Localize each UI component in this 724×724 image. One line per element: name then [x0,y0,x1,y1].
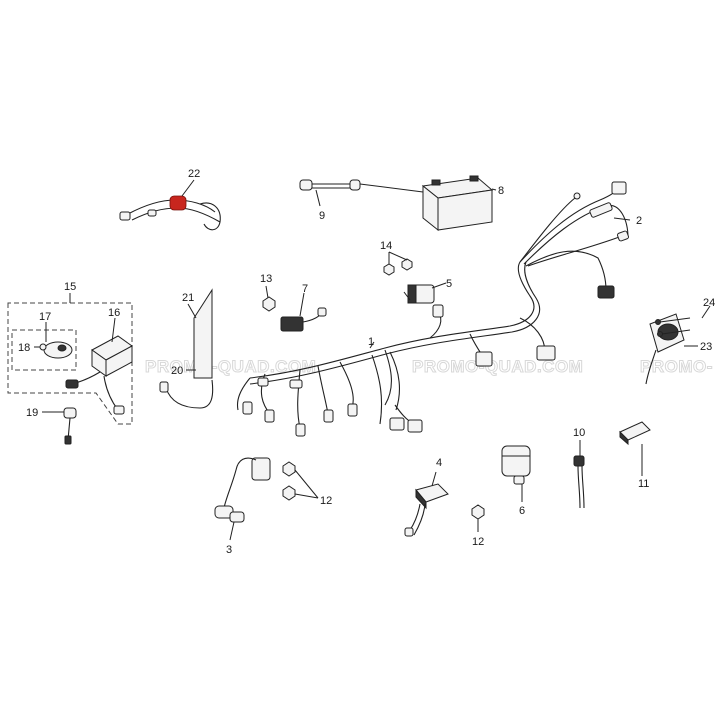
leader-lines [34,179,711,541]
callout-9: 9 [319,210,325,222]
callout-4: 4 [436,457,442,469]
callout-labels: 1 2 3 4 5 6 7 8 9 10 11 12 12 13 14 15 1… [18,168,715,556]
tail-light-screws[interactable] [655,317,691,337]
callout-13: 13 [260,273,272,285]
ignition-kit-group [7,302,133,425]
callout-16: 16 [108,307,120,319]
watermark-left: PROMO-QUAD.COM [145,357,316,376]
watermark-center: PROMO-QUAD.COM [412,357,583,376]
watermark-right: PROMO- [640,357,713,376]
main-wiring-harness[interactable] [236,261,556,437]
key-connector[interactable] [63,407,77,445]
callout-6: 6 [519,505,525,517]
fuse-holder[interactable] [280,307,327,332]
coil-bolts[interactable] [282,461,296,501]
voltage-regulator[interactable] [404,483,449,537]
callout-3: 3 [226,544,232,556]
shield-plate[interactable] [193,288,213,379]
callout-1: 1 [368,336,374,348]
callout-18: 18 [18,342,30,354]
callout-14: 14 [380,240,392,252]
callout-23: 23 [700,341,712,353]
battery[interactable] [421,175,494,232]
sub-harness[interactable] [519,181,630,299]
ignition-coil[interactable] [214,457,271,523]
callout-8: 8 [498,185,504,197]
battery-cable[interactable] [299,179,361,191]
callout-5: 5 [446,278,452,290]
callout-19: 19 [26,407,38,419]
callout-12-coil: 12 [320,495,332,507]
callout-10: 10 [573,427,585,439]
callout-22: 22 [188,168,200,180]
callout-17: 17 [39,311,51,323]
relay-bracket[interactable] [403,284,435,304]
relay-bolts[interactable] [383,258,413,276]
switch-nut[interactable] [39,343,47,351]
cdi-unit[interactable] [65,335,133,415]
lead-wire[interactable] [159,379,214,409]
callout-21: 21 [182,292,194,304]
callout-2: 2 [636,215,642,227]
callout-7: 7 [302,283,308,295]
callout-24: 24 [703,297,715,309]
headlight-sub-harness[interactable] [119,195,221,231]
callout-12-regulator: 12 [472,536,484,548]
fuse-bolt[interactable] [262,296,276,312]
relay-box[interactable] [501,445,531,485]
horn-switch[interactable] [619,421,651,446]
callout-20: 20 [171,365,183,377]
cable-tie[interactable] [573,455,585,509]
regulator-bolt[interactable] [471,504,485,520]
callout-15: 15 [64,281,76,293]
callout-11: 11 [638,478,649,490]
ignition-switch[interactable] [43,341,73,359]
